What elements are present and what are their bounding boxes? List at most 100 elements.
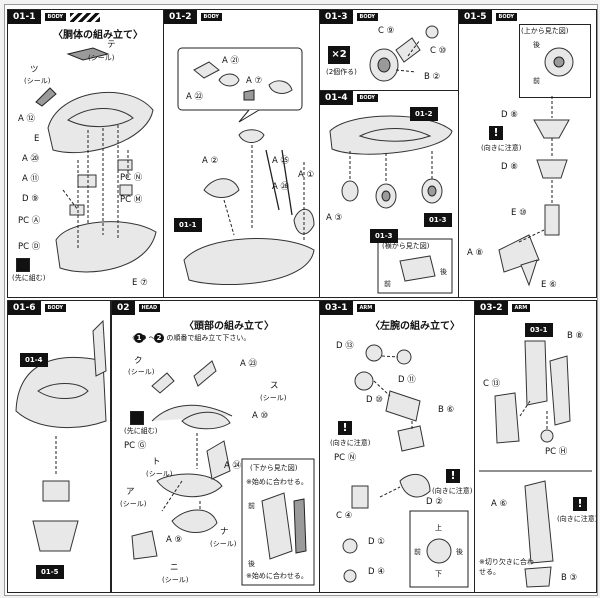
head-assembly-drawing [131,360,315,586]
reference-step-tag: 01-4 [20,353,48,367]
section-tag: BODY [200,13,222,21]
label-down: 下 [435,570,442,578]
label-pca: PC Ⓐ [18,216,41,226]
label-a3: A ③ [326,213,343,223]
label-front: 前 [248,502,255,510]
caution-icon: ! [338,421,352,435]
reference-step-tag: 03-1 [525,323,553,337]
section-tag: BODY [44,13,66,21]
step-number: 01-4 [320,91,353,105]
caution-text: (向きに注意) [557,515,597,523]
body-assembly-drawing [35,47,157,273]
label-up: 上 [435,524,442,532]
section-tag: BODY [44,304,66,312]
label-a10: A ⑩ [252,411,269,421]
label-na: ナ [220,527,229,537]
label-seal-na: (シール) [210,540,237,548]
label-a25: A ㉕ [272,156,290,166]
label-b8: B ⑧ [567,331,584,341]
label-ni: ニ [170,563,179,573]
label-su: ス [270,381,279,391]
label-e: E [34,134,40,144]
label-back: 後 [456,548,463,556]
bottom-view-caption: (下から見た図) [250,464,298,472]
label-front: 前 [414,548,421,556]
label-c4: C ④ [336,511,353,521]
caution-text-2: (向きに注意) [432,487,473,495]
step-number: 01-1 [8,10,41,24]
section-tag: BODY [356,13,378,21]
stand-assembly-drawing [498,47,574,287]
caution-icon: ! [573,497,587,511]
section-tag: BODY [356,94,378,102]
step-marker-1: 1 [134,333,144,343]
label-a22: A ㉒ [186,92,204,102]
label-pre-assemble: (先に組む) [124,427,158,435]
caution-icon: ! [446,469,460,483]
label-seal-a: (シール) [120,500,147,508]
label-a21: A ㉑ [222,56,240,66]
label-to: ト [152,457,161,467]
label-back: 後 [440,268,447,276]
label-a20: A ⑳ [22,154,40,164]
label-front: 前 [384,280,391,288]
step-marker-2: 2 [154,333,164,343]
label-d13: D ⑬ [336,341,354,351]
label-a12: A ⑫ [18,114,36,124]
section-tag: ARM [511,304,531,312]
pre-assemble-icon [16,258,30,272]
label-c9: C ⑨ [378,26,395,36]
top-view-caption: (上から見た図) [521,27,569,35]
reference-step-tag: 01-3 [424,213,452,227]
wheel-attach-drawing [329,115,453,294]
label-d2: D ② [426,497,443,507]
label-c10: C ⑩ [430,46,447,56]
label-b2: B ② [424,72,441,82]
step-number: 03-1 [320,301,353,315]
canopy-assembly-drawing [177,47,315,286]
label-back: 後 [248,560,255,568]
section-tag: ARM [356,304,376,312]
hatch-decoration [70,12,100,22]
alignment-note-1: ※始めに合わせる。 [246,478,308,486]
label-seal-su: (シール) [260,394,287,402]
label-e10: E ⑩ [511,208,527,218]
label-pcd: PC Ⓓ [18,242,41,252]
label-a1: A ① [298,170,315,180]
order-note: ※ ❶ 〜 ❷ の順番で組み立て下さい。 [132,334,251,342]
step-number: 01-2 [164,10,197,24]
caution-text: (向きに注意) [481,144,522,152]
reference-step-tag: 01-3 [370,229,398,243]
label-pcn: PC Ⓝ [334,453,357,463]
reference-step-tag: 01-5 [36,565,64,579]
quantity-badge: ×2 [328,46,350,64]
label-b3: B ③ [561,573,578,583]
step-number: 01-3 [320,10,353,24]
reference-step-tag: 01-2 [410,107,438,121]
arm-assembly-drawing [342,344,469,588]
section-tag: HEAD [138,304,161,312]
label-d9: D ⑨ [22,194,39,204]
final-body-drawing [15,319,107,552]
label-a11: A ⑪ [22,174,40,184]
label-d8-bottom: D ⑧ [501,162,518,172]
alignment-note-2: ※始めに合わせる。 [246,572,308,580]
label-pre-assemble: (先に組む) [12,274,46,282]
caution-text: (向きに注意) [330,439,371,447]
label-a26: A ㉖ [272,182,290,192]
label-d1: D ① [368,537,385,547]
label-seal-te: (シール) [88,54,115,62]
label-seal-to: (シール) [146,470,173,478]
